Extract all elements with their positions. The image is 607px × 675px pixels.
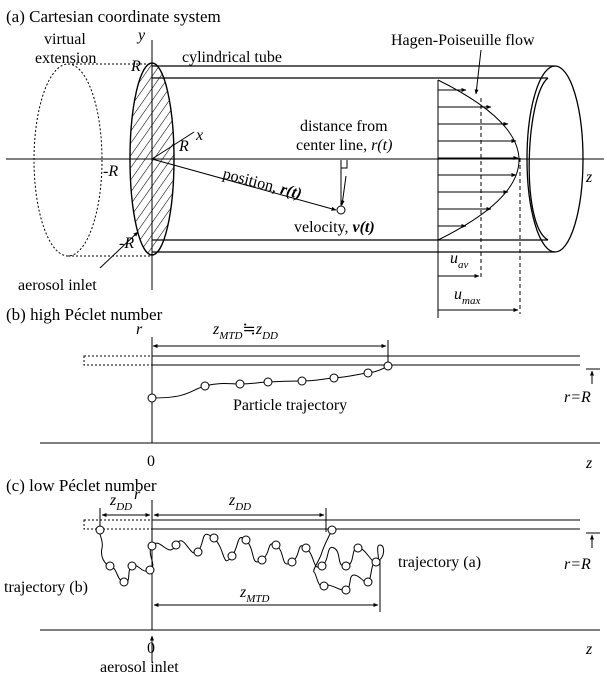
origin-label-c: 0 xyxy=(147,640,155,657)
trajectory-a xyxy=(151,529,385,591)
flow-profile xyxy=(437,79,521,318)
position-vector xyxy=(151,158,337,211)
inlet-label-c: aerosol inlet xyxy=(100,659,179,675)
r-axis-label-c: r xyxy=(134,486,141,503)
u-av-label: uav xyxy=(450,250,469,271)
r-axis-label-b: r xyxy=(136,321,143,338)
R-top-label: R xyxy=(130,58,141,75)
r-eq-R-label-c: r=R xyxy=(564,556,591,573)
tube-label: cylindrical tube xyxy=(182,49,282,66)
virtual-extension-label-1: virtual xyxy=(44,31,86,48)
trajectory-a-points xyxy=(171,525,381,595)
flow-label-arrow xyxy=(474,49,482,95)
traj-a-label: trajectory (a) xyxy=(398,554,481,571)
traj-b-label: trajectory (b) xyxy=(4,579,88,596)
inlet-label-a: aerosol inlet xyxy=(18,277,97,294)
trajectory-b-c-points xyxy=(95,525,157,587)
panel-c-title: (c) low Péclet number xyxy=(6,476,157,495)
origin-label-b: 0 xyxy=(147,453,155,470)
r-eq-R-label-b: r=R xyxy=(564,389,591,406)
virtual-wall-b xyxy=(83,355,153,366)
distance-label-1: distance from xyxy=(300,118,388,135)
z-axis-label-c: z xyxy=(585,641,593,658)
virtual-wall-c xyxy=(83,519,153,530)
u-max-label: umax xyxy=(454,286,480,307)
x-axis-label: x xyxy=(195,127,203,144)
virtual-extension-label-2: extension xyxy=(35,50,96,67)
panel-b-title: (b) high Péclet number xyxy=(6,305,163,324)
panel-a-title: (a) Cartesian coordinate system xyxy=(6,7,221,26)
zmtd-zdd-label: zMTD≒zDD xyxy=(212,321,278,342)
cylindrical-tube xyxy=(152,65,584,253)
velocity-label: velocity, v(t) xyxy=(294,219,375,236)
R-radius-label: R xyxy=(178,138,189,155)
z-axis-label-b: z xyxy=(585,455,593,472)
inlet-arrow-a xyxy=(99,231,139,269)
panel-a: (a) Cartesian coordinate system virtual … xyxy=(6,7,604,318)
y-axis-label: y xyxy=(136,27,146,44)
trajectory-b-points xyxy=(147,361,393,403)
z-axis-label: z xyxy=(585,169,593,186)
R-neg-label: -R xyxy=(103,163,118,180)
distance-label-2: center line, r(t) xyxy=(296,137,392,154)
x-axis xyxy=(151,131,195,160)
particle-marker xyxy=(336,205,346,215)
panel-c: (c) low Péclet number r z 0 r=R zDD zDD … xyxy=(4,476,600,675)
trajectory-label-b: Particle trajectory xyxy=(233,397,347,414)
zdd-right-label: zDD xyxy=(228,492,251,513)
zdd-left-label: zDD xyxy=(109,492,132,513)
trajectory-b-c xyxy=(99,529,154,583)
panel-b: (b) high Péclet number r z 0 r=R zMTD≒zD… xyxy=(6,305,600,472)
flow-label: Hagen-Poiseuille flow xyxy=(391,32,535,49)
position-label: position, r(t) xyxy=(221,165,304,202)
zmtd-label-c: zMTD xyxy=(239,584,270,605)
virtual-extension xyxy=(33,63,150,257)
